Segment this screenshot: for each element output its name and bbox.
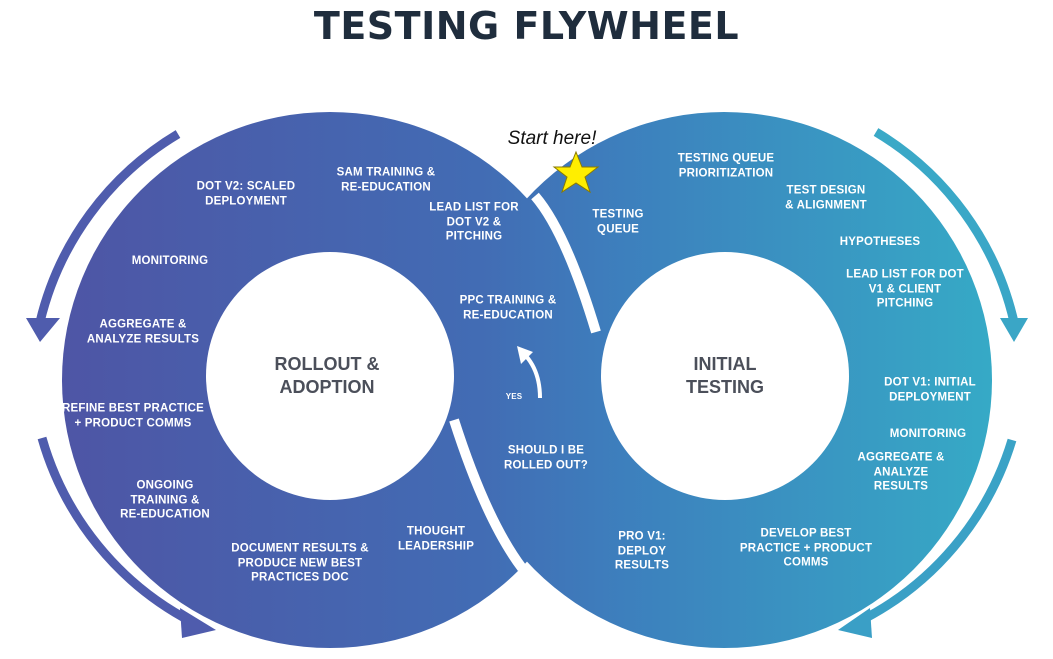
left-step-aggregate: AGGREGATE & ANALYZE RESULTS	[86, 318, 200, 346]
right-step-pro-v1: PRO V1: DEPLOY RESULTS	[614, 530, 670, 572]
decision-yes-label: YES	[505, 392, 523, 401]
right-step-dot-v1: DOT V1: INITIAL DEPLOYMENT	[884, 376, 976, 404]
left-step-ppc-training: PPC TRAINING & RE-EDUCATION	[459, 294, 557, 322]
left-step-thought-leadership: THOUGHT LEADERSHIP	[397, 525, 475, 553]
band-gap-top	[531, 192, 601, 334]
right-step-monitoring: MONITORING	[889, 427, 967, 440]
right-step-develop-best-practice: DEVELOP BEST PRACTICE + PRODUCT COMMS	[739, 527, 873, 569]
left-step-refine: REFINE BEST PRACTICE + PRODUCT COMMS	[61, 402, 205, 430]
start-here-label: Start here!	[507, 128, 597, 149]
right-hub-label: INITIAL TESTING	[685, 354, 765, 397]
left-step-lead-list-v2: LEAD LIST FOR DOT V2 & PITCHING	[429, 201, 519, 243]
right-step-prioritization: TESTING QUEUE PRIORITIZATION	[677, 152, 775, 180]
star-icon	[552, 150, 600, 194]
right-hub	[601, 252, 849, 500]
cycle-arrow-icon	[873, 128, 1019, 324]
left-hub	[206, 252, 454, 500]
right-step-aggregate: AGGREGATE & ANALYZE RESULTS	[857, 451, 945, 493]
right-step-hypotheses: HYPOTHESES	[839, 235, 921, 248]
cycle-arrow-icon	[856, 438, 1017, 627]
left-step-document-results: DOCUMENT RESULTS & PRODUCE NEW BEST PRAC…	[231, 542, 369, 584]
cycle-arrow-icon	[37, 436, 195, 626]
cycle-arrow-icon	[180, 608, 216, 638]
left-hub-label: ROLLOUT & ADOPTION	[274, 354, 380, 397]
left-step-dot-v2: DOT V2: SCALED DEPLOYMENT	[196, 180, 296, 208]
left-step-sam-training: SAM TRAINING & RE-EDUCATION	[336, 166, 436, 194]
right-step-testing-queue: TESTING QUEUE	[592, 208, 644, 236]
cycle-arrow-icon	[26, 318, 60, 342]
cycle-arrow-icon	[35, 130, 181, 324]
band-gap-bottom	[449, 418, 527, 571]
decision-question: SHOULD I BE ROLLED OUT?	[504, 444, 588, 472]
page-title: TESTING FLYWHEEL	[313, 4, 740, 48]
left-step-monitoring: MONITORING	[131, 254, 209, 267]
left-step-ongoing-training: ONGOING TRAINING & RE-EDUCATION	[120, 479, 210, 521]
right-step-lead-list-v1: LEAD LIST FOR DOT V1 & CLIENT PITCHING	[846, 268, 964, 310]
cycle-arrow-icon	[1000, 318, 1028, 342]
cycle-arrow-icon	[838, 608, 872, 638]
right-step-test-design: TEST DESIGN & ALIGNMENT	[785, 184, 867, 212]
yes-arrow-icon	[517, 346, 542, 399]
